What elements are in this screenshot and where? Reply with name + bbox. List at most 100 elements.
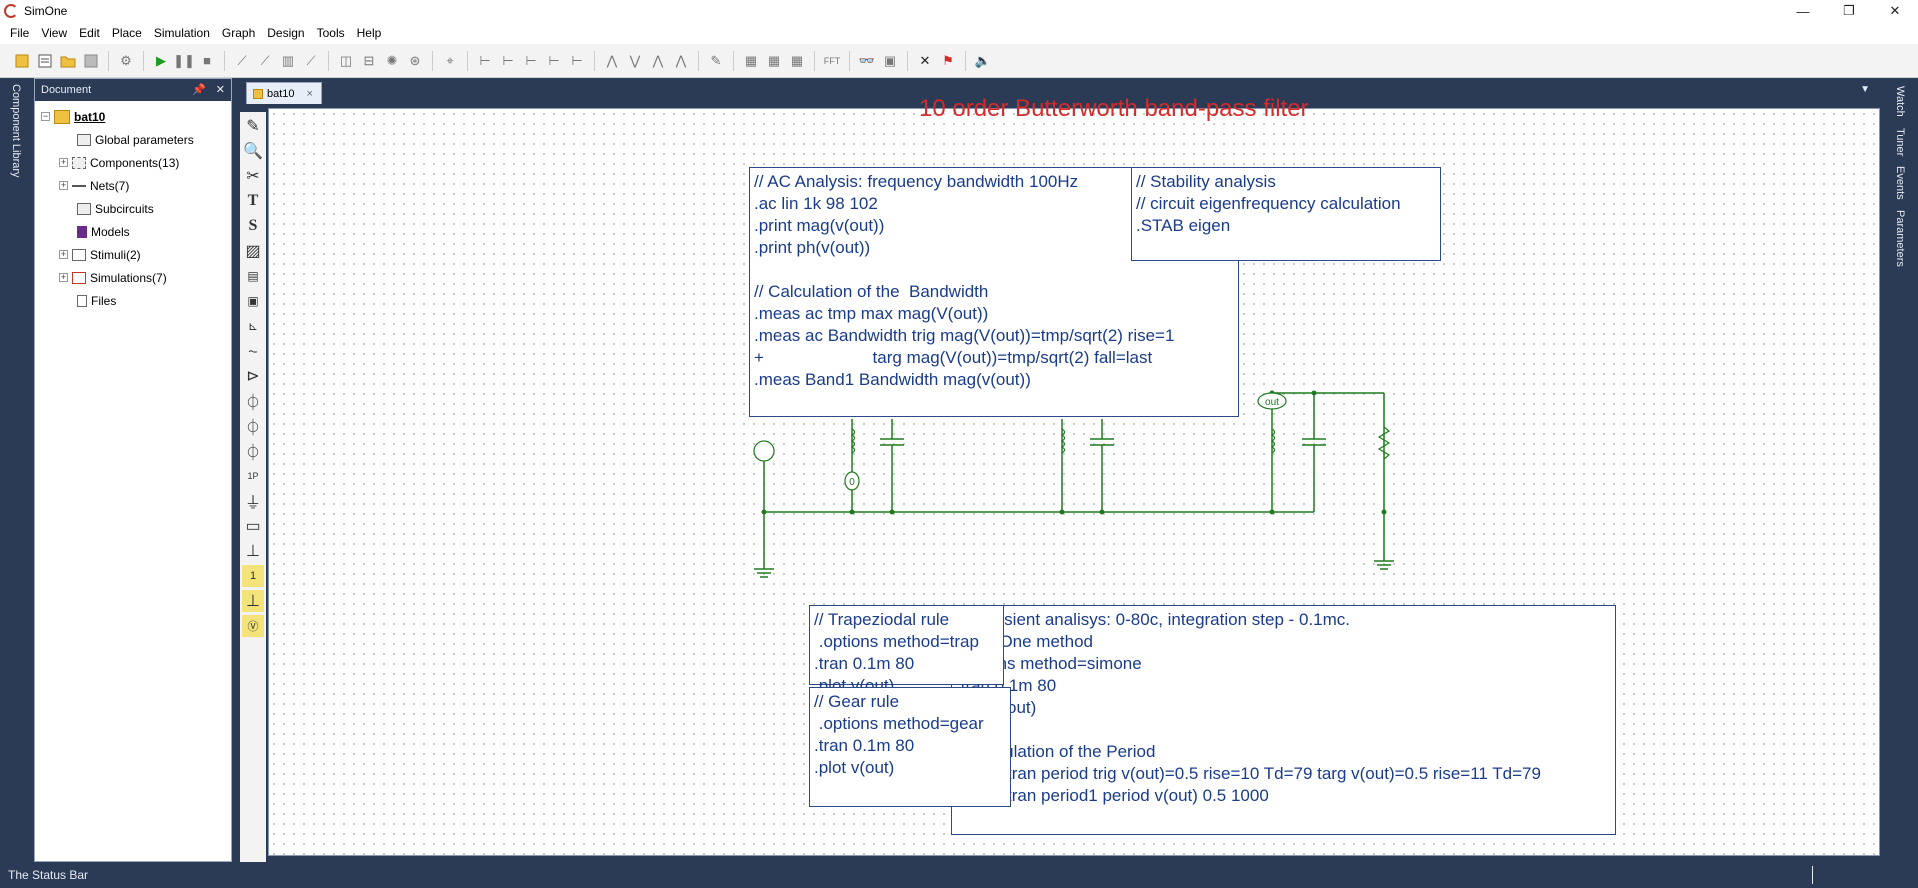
ic-tool-icon[interactable]: 1P <box>247 471 259 481</box>
tree-item-files[interactable]: Files <box>35 289 231 312</box>
expand-icon[interactable]: + <box>59 180 68 190</box>
marker-pen-icon[interactable]: ✎ <box>710 52 722 68</box>
tree-item-models[interactable]: Models <box>35 220 231 243</box>
tab-bat10[interactable]: bat10 × <box>246 82 322 104</box>
bus-tool-icon[interactable]: ▤ <box>247 269 259 283</box>
fft-icon[interactable]: FFT <box>823 55 841 66</box>
netlist-icon[interactable] <box>35 51 55 71</box>
panel-close-icon[interactable]: ✕ <box>215 84 225 96</box>
pencil-icon[interactable]: ✎ <box>246 118 260 135</box>
graph-curve-icon[interactable]: ⟋ <box>260 52 270 68</box>
measure-d-icon[interactable]: ⊢ <box>571 52 583 68</box>
peak-icon[interactable]: ⋀ <box>606 52 618 68</box>
expand-icon[interactable]: + <box>59 157 68 167</box>
voltage-source-tool-icon[interactable]: ⏀ <box>244 395 261 412</box>
tab-parameters[interactable]: Parameters <box>1894 210 1906 267</box>
controlled-source-tool-icon[interactable]: ⏀ <box>244 445 261 462</box>
menu-design[interactable]: Design <box>267 26 305 40</box>
port-tool-icon[interactable]: ▭ <box>245 518 261 535</box>
net-label-tool-icon[interactable]: 1 <box>242 565 264 587</box>
tree-item-global-parameters[interactable]: Global parameters <box>35 128 231 151</box>
split-vertical-icon[interactable]: ◫ <box>339 52 353 68</box>
crosshair-icon[interactable]: ⌖ <box>446 52 454 68</box>
tree-item-subcircuits[interactable]: Subcircuits <box>35 197 231 220</box>
diode-tool-icon[interactable]: ⊳ <box>246 368 260 385</box>
table-icon[interactable]: ▦ <box>744 52 758 68</box>
measure-c-icon[interactable]: ⊢ <box>548 52 560 68</box>
valley-icon[interactable]: ⋁ <box>629 52 641 68</box>
tools-cross-icon[interactable]: ✕ <box>919 52 931 68</box>
polar-chart-icon[interactable]: ✺ <box>386 52 398 68</box>
tree-item-simulations[interactable]: + Simulations(7) <box>35 266 231 289</box>
new-project-icon[interactable] <box>12 51 32 71</box>
expand-icon[interactable]: + <box>59 272 68 282</box>
transient-analysis-script[interactable]: // Transient analisys: 0-80c, integratio… <box>951 605 1616 835</box>
script-tool-icon[interactable]: S <box>248 217 258 234</box>
smith-chart-icon[interactable]: ⊛ <box>409 52 421 68</box>
run-simulation-icon[interactable]: ▶ <box>156 52 166 68</box>
peak-right-icon[interactable]: ⋀ <box>675 52 687 68</box>
collapse-icon[interactable]: − <box>41 111 50 121</box>
tree-item-stimuli[interactable]: + Stimuli(2) <box>35 243 231 266</box>
schematic-canvas[interactable]: 10 order Butterworth band-pass filter <box>268 95 1880 856</box>
gnd-label-tool-icon[interactable]: ⊥ <box>242 590 264 612</box>
pin-icon[interactable]: 📌 <box>192 84 206 96</box>
open-folder-icon[interactable] <box>58 51 78 71</box>
tab-watch[interactable]: Watch <box>1894 86 1906 117</box>
table-edit-icon[interactable]: ▦ <box>767 52 781 68</box>
measure-a-icon[interactable]: ⊢ <box>502 52 514 68</box>
speaker-icon[interactable]: 🔈 <box>974 52 992 68</box>
peak-left-icon[interactable]: ⋀ <box>652 52 664 68</box>
tab-events[interactable]: Events <box>1894 166 1906 200</box>
graph-line-icon[interactable]: ⟋ <box>237 52 247 68</box>
voltage-probe-tool-icon[interactable]: Ⓥ <box>242 615 264 637</box>
gear-rule-script[interactable]: // Gear rule .options method=gear .tran … <box>809 687 1011 807</box>
image-tool-icon[interactable]: ▨ <box>245 243 261 260</box>
save-icon[interactable] <box>81 51 101 71</box>
glasses-icon[interactable]: 👓 <box>858 52 876 68</box>
measure-b-icon[interactable]: ⊢ <box>525 52 537 68</box>
block-tool-icon[interactable]: ▣ <box>247 294 259 308</box>
menu-edit[interactable]: Edit <box>79 26 100 40</box>
menu-simulation[interactable]: Simulation <box>153 26 210 40</box>
minimize-button[interactable]: — <box>1796 3 1810 19</box>
close-button[interactable]: ✕ <box>1889 3 1901 18</box>
tab-list-dropdown-icon[interactable]: ▼ <box>1860 84 1870 95</box>
menu-file[interactable]: File <box>10 26 30 40</box>
zoom-icon[interactable]: 🔍 <box>243 143 263 160</box>
ground-tool-icon[interactable]: ⏚ <box>244 495 261 512</box>
menu-place[interactable]: Place <box>111 26 142 40</box>
maximize-button[interactable]: ❐ <box>1843 3 1855 18</box>
pause-icon[interactable]: ❚❚ <box>173 52 195 68</box>
tree-root[interactable]: − bat10 <box>35 105 231 128</box>
counter-icon[interactable]: ▣ <box>883 52 897 68</box>
tab-tuner[interactable]: Tuner <box>1894 128 1906 157</box>
cursor-measure-icon[interactable]: ⊢ <box>479 52 491 68</box>
menu-help[interactable]: Help <box>356 26 382 40</box>
graph-bar-icon[interactable]: ▥ <box>281 52 295 68</box>
settings-gear-icon[interactable]: ⚙ <box>120 52 132 68</box>
ac-analysis-script[interactable]: // AC Analysis: frequency bandwidth 100H… <box>749 167 1239 417</box>
tree-item-components[interactable]: + Components(13) <box>35 151 231 174</box>
trapezoidal-rule-script[interactable]: // Trapeziodal rule .options method=trap… <box>809 605 1004 695</box>
split-horizontal-icon[interactable]: ⊟ <box>363 52 375 68</box>
probe-icon[interactable]: ⟋ <box>306 52 316 68</box>
graph-tool-icon[interactable]: ⊾ <box>247 319 259 333</box>
current-source-tool-icon[interactable]: ⏀ <box>244 420 261 437</box>
red-flag-icon[interactable]: ⚑ <box>942 52 954 68</box>
expand-icon[interactable]: + <box>59 249 68 259</box>
table-export-icon[interactable]: ▦ <box>790 52 804 68</box>
menu-graph[interactable]: Graph <box>221 26 256 40</box>
menu-tools[interactable]: Tools <box>316 26 345 40</box>
stop-icon[interactable]: ■ <box>203 53 211 68</box>
menu-view[interactable]: View <box>41 26 68 40</box>
circuit-wiring: out 0 <box>753 390 1394 578</box>
resistor-tool-icon[interactable]: ⏦ <box>248 343 258 358</box>
text-tool-icon[interactable]: T <box>247 192 259 209</box>
tree-item-nets[interactable]: + Nets(7) <box>35 174 231 197</box>
scissors-icon[interactable]: ✂ <box>246 168 260 185</box>
stability-analysis-script[interactable]: // Stability analysis // circuit eigenfr… <box>1131 167 1441 261</box>
tab-close-icon[interactable]: × <box>306 87 313 100</box>
wire-tool-icon[interactable]: ⊥ <box>246 543 260 560</box>
tab-component-library[interactable]: Component Library <box>10 84 22 178</box>
